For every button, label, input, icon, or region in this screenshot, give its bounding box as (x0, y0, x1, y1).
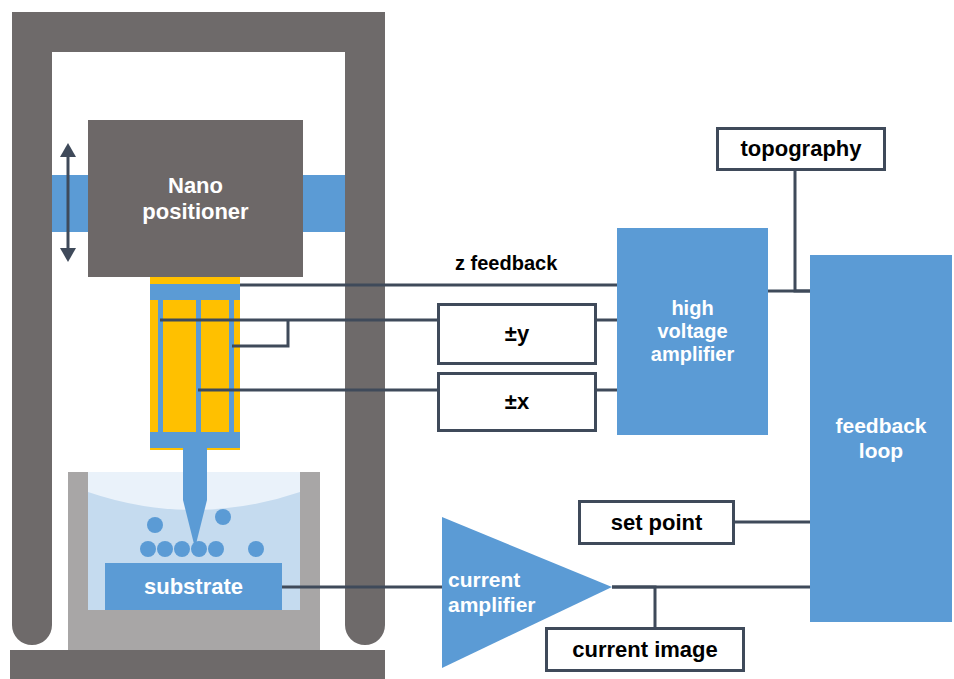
molecule (157, 541, 173, 557)
molecule (248, 541, 264, 557)
signal-label: z feedback (455, 252, 557, 275)
node-title: ±x (505, 389, 529, 414)
piezo-electrode (150, 432, 240, 448)
electrolyte (88, 492, 300, 610)
arrow-head (60, 248, 76, 262)
substrate-block: substrate (105, 563, 282, 610)
connector-line (612, 587, 655, 627)
molecule (191, 541, 207, 557)
output-box: topography (716, 127, 886, 171)
connector (612, 587, 655, 627)
molecule (208, 541, 224, 557)
molecule (147, 517, 163, 533)
signal-box: ±x (437, 372, 597, 432)
output-box: current image (545, 627, 745, 672)
wire (198, 389, 437, 392)
node-title: current image (572, 637, 718, 662)
node-title: set point (611, 510, 703, 535)
connector (282, 587, 442, 588)
node-title: Nano positioner (121, 173, 271, 224)
node-title: high voltage amplifier (643, 297, 743, 366)
node-title: topography (741, 136, 862, 161)
amplifier-box: high voltage amplifier (617, 228, 768, 435)
signal-box: ±y (437, 303, 597, 365)
node-title: substrate (144, 574, 243, 599)
feedback-box: feedback loop (810, 255, 952, 622)
piezo-electrode (150, 284, 240, 300)
nano-positioner-box: Nano positioner (88, 120, 303, 277)
connector (597, 320, 617, 321)
wire (240, 284, 617, 287)
connector (597, 390, 617, 391)
wire (160, 319, 437, 322)
arrow-head (60, 143, 76, 157)
tip (183, 500, 207, 548)
connector-line (282, 586, 442, 589)
connector-line (735, 521, 810, 524)
node-title: ±y (505, 321, 529, 346)
input-box: set point (578, 500, 735, 545)
tip-stem (183, 448, 207, 500)
wire (232, 320, 288, 346)
connector-line (795, 171, 810, 291)
molecule (174, 541, 190, 557)
frame (12, 12, 385, 645)
motion-arrow (67, 152, 70, 253)
molecule (215, 509, 231, 525)
connector-line (597, 319, 617, 322)
node-title: feedback loop (826, 414, 936, 462)
base (10, 650, 385, 679)
connector (795, 171, 810, 291)
connector (735, 522, 810, 523)
molecule (140, 541, 156, 557)
connector-line (597, 389, 617, 392)
node-title: current amplifier (448, 568, 563, 616)
piezo-tube (150, 277, 240, 450)
